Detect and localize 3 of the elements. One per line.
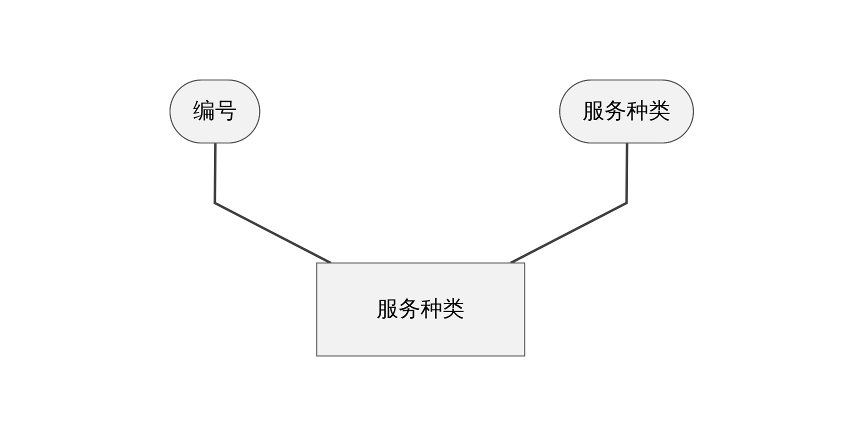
connector: [214, 143, 332, 264]
connector: [510, 143, 629, 264]
node-box: 服务种类: [316, 262, 526, 356]
